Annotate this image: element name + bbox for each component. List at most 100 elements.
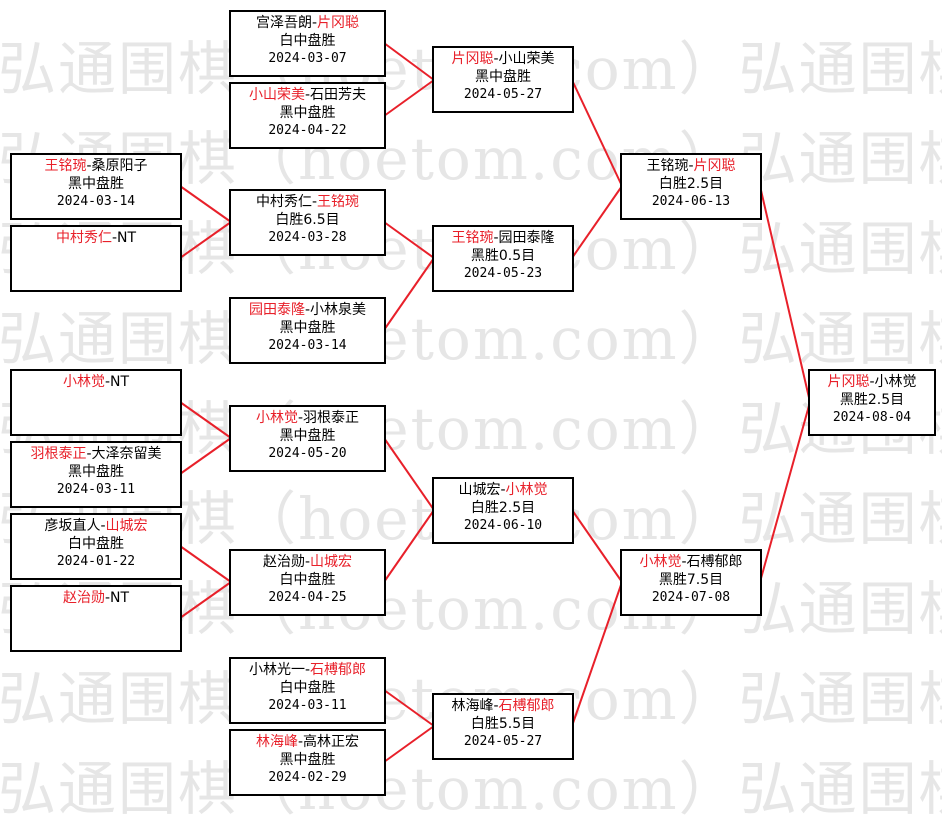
players-separator: -: [100, 518, 106, 534]
match-result: [12, 391, 180, 409]
player-1-name: 赵治勋: [62, 590, 105, 606]
players-line: 赵治勋-NT: [12, 589, 180, 607]
player-1-name: 片冈聪: [451, 51, 494, 67]
player-1-name: 片冈聪: [827, 374, 870, 390]
players-separator: -: [304, 662, 311, 678]
match-date: 2024-03-14: [56, 194, 136, 209]
player-2-name: 小山荣美: [498, 51, 555, 67]
player-2-name: 大泽奈留美: [91, 446, 162, 462]
player-2-name: 高林正宏: [303, 734, 360, 750]
player-2-name: 山城宏: [310, 554, 353, 570]
bracket-connector: [759, 185, 811, 403]
match-result: 白中盘胜: [68, 536, 124, 552]
players-line: 片冈聪-小山荣美: [434, 50, 572, 68]
match-date: 2024-05-20: [268, 446, 347, 461]
match-box[interactable]: 王铭琬-园田泰隆黑胜0.5目 2024-05-23: [432, 225, 574, 292]
match-result: 黑胜0.5目: [470, 248, 536, 264]
match-date: 2024-05-27: [463, 87, 543, 102]
player-1-name: 王铭琬: [646, 158, 689, 174]
player-2-name: 山城宏: [105, 518, 148, 534]
bracket-connector: [759, 401, 811, 583]
bracket-connector: [179, 581, 232, 619]
player-2-name: 石榑郁郎: [310, 662, 367, 678]
players-line: 彦坂直人-山城宏: [12, 517, 180, 535]
match-date: [12, 625, 180, 643]
match-box[interactable]: 赵治勋-NT: [10, 585, 182, 652]
player-2-name: NT: [117, 230, 137, 246]
match-date: 2024-05-27: [463, 734, 543, 749]
players-separator: -: [111, 230, 118, 246]
player-1-name: 林海峰: [451, 698, 494, 714]
match-result: 黑胜7.5目: [658, 572, 724, 588]
match-box[interactable]: 小林光一-石榑郁郎白中盘胜 2024-03-11: [229, 657, 386, 724]
player-2-name: 石田芳夫: [310, 87, 367, 103]
match-date: [12, 265, 180, 283]
player-2-name: 羽根泰正: [303, 410, 360, 426]
match-date: 2024-02-29: [268, 770, 347, 785]
match-box[interactable]: 小林觉-NT: [10, 369, 182, 436]
match-result: 黑中盘胜: [68, 176, 124, 192]
match-result: 白中盘胜: [279, 33, 336, 49]
match-date: 2024-03-11: [56, 482, 136, 497]
match-result: 黑胜2.5目: [839, 392, 905, 408]
player-2-name: NT: [110, 374, 130, 390]
match-result: 黑中盘胜: [279, 105, 336, 121]
player-1-name: 中村秀仁: [255, 194, 312, 210]
bracket-connector: [179, 437, 232, 475]
player-2-name: 园田泰隆: [498, 230, 555, 246]
players-line: 山城宏-小林觉: [434, 481, 572, 499]
players-separator: -: [493, 51, 499, 67]
player-2-name: 片冈聪: [693, 158, 736, 174]
match-date: 2024-03-07: [268, 51, 347, 66]
match-result: 白胜2.5目: [470, 500, 536, 516]
match-date: 2024-03-11: [268, 698, 347, 713]
match-box[interactable]: 王铭琬-桑原阳子黑中盘胜 2024-03-14: [10, 153, 182, 220]
player-1-name: 中村秀仁: [55, 230, 112, 246]
match-date: 2024-05-23: [463, 266, 543, 281]
players-line: 王铭琬-桑原阳子: [12, 157, 180, 175]
bracket-connector: [179, 221, 232, 259]
match-result: 白中盘胜: [279, 680, 336, 696]
player-2-name: 小林觉: [505, 482, 548, 498]
players-line: 中村秀仁-王铭琬: [231, 193, 384, 211]
player-2-name: 王铭琬: [317, 194, 360, 210]
players-line: 王铭琬-园田泰隆: [434, 229, 572, 247]
bracket-connector: [383, 42, 435, 81]
player-1-name: 山城宏: [458, 482, 501, 498]
bracket-connector: [383, 689, 435, 727]
bracket-connector: [383, 257, 435, 331]
players-separator: -: [681, 554, 687, 570]
match-box[interactable]: 中村秀仁-NT: [10, 225, 182, 292]
players-separator: -: [493, 230, 499, 246]
players-line: 小林觉-NT: [12, 373, 180, 391]
bracket-connector: [383, 79, 435, 117]
match-date: 2024-03-14: [268, 338, 347, 353]
match-result: 黑中盘胜: [279, 428, 336, 444]
players-line: 园田泰隆-小林泉美: [231, 301, 384, 319]
players-line: 林海峰-高林正宏: [231, 733, 384, 751]
player-1-name: 小林觉: [639, 554, 682, 570]
bracket-connector: [383, 437, 435, 511]
players-separator: -: [304, 302, 311, 318]
player-1-name: 彦坂直人: [44, 518, 101, 534]
player-1-name: 小林光一: [248, 662, 305, 678]
bracket-connector: [383, 509, 435, 583]
match-date: 2024-01-22: [56, 554, 136, 569]
players-separator: -: [297, 410, 304, 426]
bracket-lines: [179, 42, 811, 763]
